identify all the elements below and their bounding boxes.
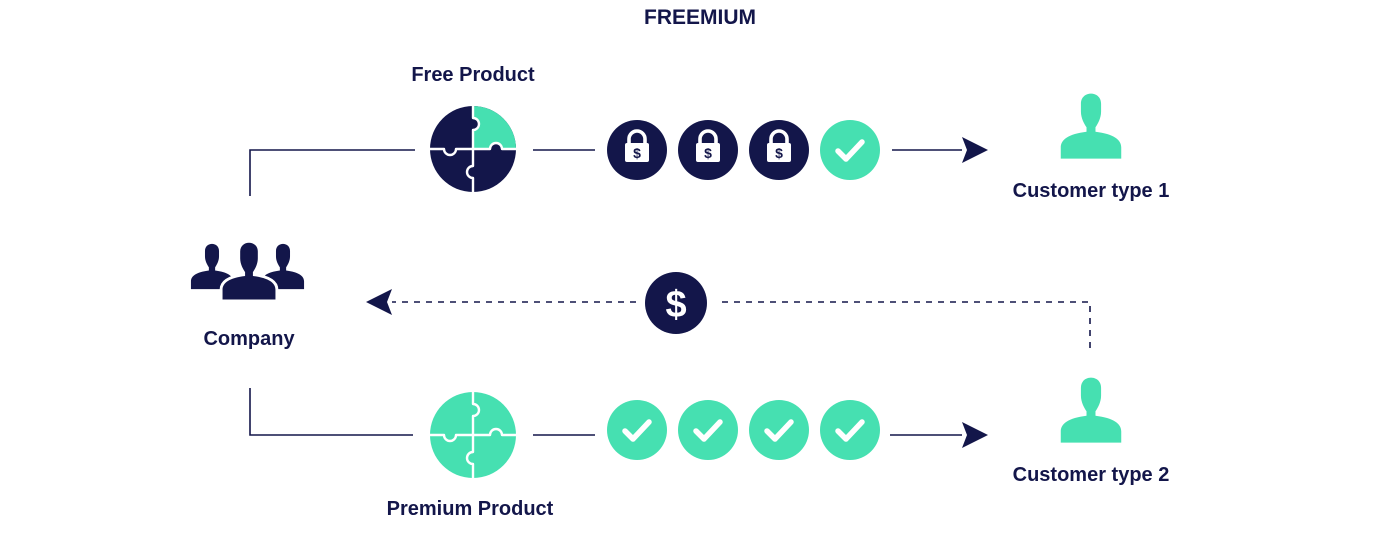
check-circle-icon <box>607 400 667 460</box>
free-product-label: Free Product <box>411 64 535 86</box>
free-product-node: Free Product <box>411 64 535 192</box>
arrow-right-icon <box>962 137 988 163</box>
free-puzzle-icon <box>430 106 516 192</box>
diagram-title: FREEMIUM <box>644 6 756 29</box>
svg-text:$: $ <box>633 145 641 161</box>
premium-feature-badges <box>607 400 880 460</box>
user-icon <box>1060 93 1122 159</box>
lock-dollar-icon: $ <box>749 120 809 180</box>
lock-dollar-icon: $ <box>678 120 738 180</box>
arrow-left-icon <box>366 289 392 315</box>
user-icon <box>1060 377 1122 443</box>
check-circle-icon <box>820 120 880 180</box>
company-node: Company <box>190 243 305 350</box>
lock-dollar-icon: $ <box>607 120 667 180</box>
payment-node: $ <box>645 272 707 334</box>
dollar-coin-icon <box>645 272 707 334</box>
svg-text:$: $ <box>704 145 712 161</box>
check-circle-icon <box>820 400 880 460</box>
free-feature-badges: $ $ $ <box>607 120 880 180</box>
premium-product-label: Premium Product <box>387 498 554 520</box>
company-label: Company <box>203 328 295 350</box>
users-group-icon <box>190 243 305 300</box>
premium-product-node: Premium Product <box>387 392 554 520</box>
customer-2-label: Customer type 2 <box>1013 464 1170 486</box>
company-to-premium-line <box>249 388 413 436</box>
connectors <box>249 149 1091 436</box>
payment-return-line-right <box>718 301 1091 348</box>
svg-text:$: $ <box>775 145 783 161</box>
arrow-right-icon <box>962 422 988 448</box>
customer-1-node: Customer type 1 <box>1013 93 1170 202</box>
check-circle-icon <box>749 400 809 460</box>
dollar-symbol: $ <box>665 284 686 326</box>
customer-2-node: Customer type 2 <box>1013 377 1170 486</box>
premium-puzzle-icon <box>430 392 516 478</box>
customer-1-label: Customer type 1 <box>1013 180 1170 202</box>
check-circle-icon <box>678 400 738 460</box>
company-to-free-line <box>249 149 415 196</box>
